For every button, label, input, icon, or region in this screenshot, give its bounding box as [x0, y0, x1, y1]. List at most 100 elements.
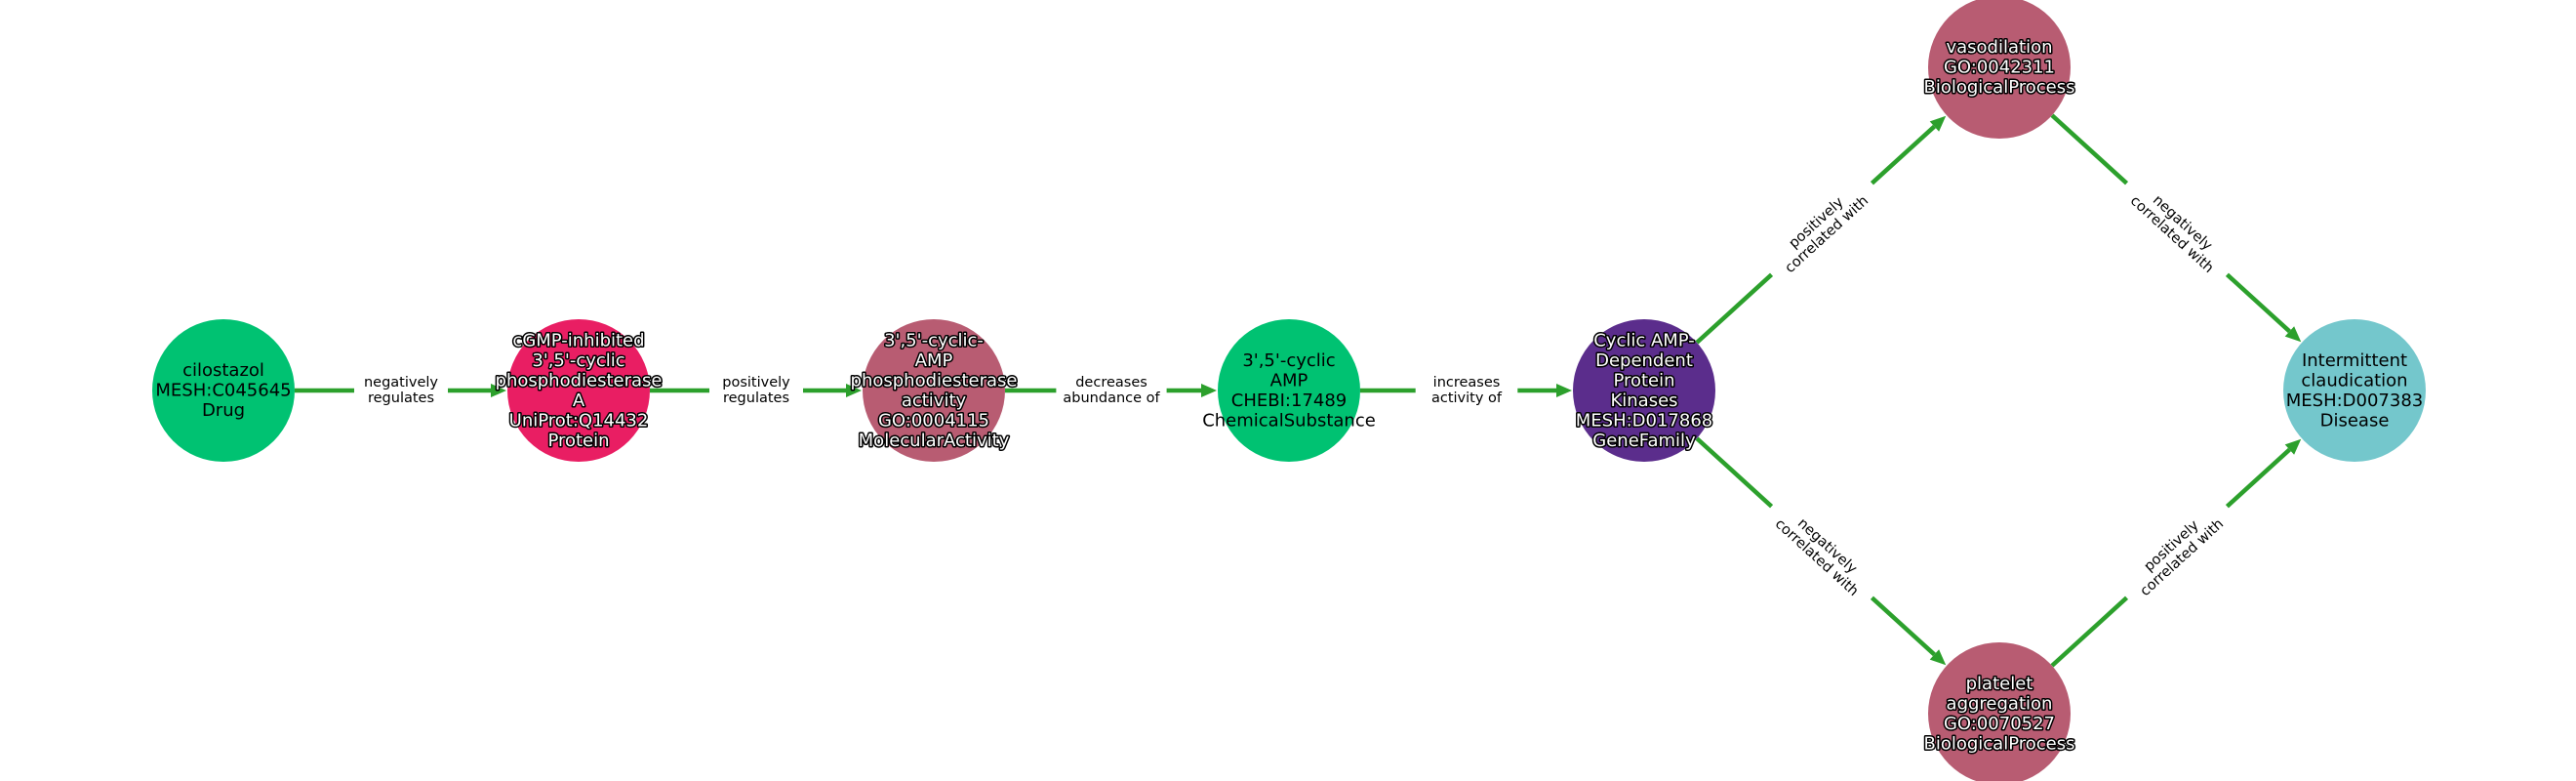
node-label-line: Disease: [2320, 410, 2390, 431]
node-label-line: vasodilation: [1946, 37, 2052, 58]
node-label-line: BiologicalProcess: [1923, 733, 2074, 754]
node-label-line: GO:0070527: [1944, 714, 2055, 734]
edge-label-line: regulates: [368, 390, 434, 406]
node-circle: [1573, 319, 1715, 462]
edge-label-background: [2113, 169, 2240, 289]
node-label-line: 3',5'-cyclic: [1242, 350, 1335, 371]
edge-label-background: [2113, 492, 2240, 612]
edge-label: positivelycorrelated with: [1758, 169, 1885, 289]
node-label-line: Intermittent: [2302, 350, 2407, 371]
edge-label-line: regulates: [723, 390, 789, 406]
node-circle: [2283, 319, 2426, 462]
node-label-line: GeneFamily: [1592, 431, 1696, 451]
edge-label-line: decreases: [1075, 375, 1147, 390]
edge-label: negativelycorrelated with: [1758, 492, 1885, 612]
edge-label-line: increases: [1433, 375, 1501, 390]
edge-label-background: [1415, 372, 1518, 409]
node-label-line: platelet: [1966, 674, 2033, 694]
arrow-head-icon: [1929, 115, 1947, 132]
node-label-line: Protein: [1613, 370, 1674, 390]
node-label-line: MolecularActivity: [859, 431, 1010, 451]
node-label-line: CHEBI:17489: [1231, 390, 1347, 411]
node-label-line: Drug: [202, 400, 245, 421]
edge-label-line: abundance of: [1063, 390, 1160, 406]
arrow-head-icon: [1556, 384, 1572, 397]
arrow-head-icon: [2284, 438, 2302, 455]
node-label-line: MESH:D017868: [1576, 410, 1713, 431]
edge-label: positivelycorrelated with: [2113, 492, 2240, 612]
edge-label-background: [354, 372, 448, 409]
edge-label: negativelycorrelated with: [2113, 169, 2240, 289]
node-label-line: phosphodiesterase: [496, 370, 663, 390]
edge-label-line: negatively: [364, 375, 438, 390]
edge-label-background: [709, 372, 803, 409]
edge-platelet-aggregation-to-claudication: positivelycorrelated with: [2050, 438, 2302, 668]
arrow-head-icon: [2284, 326, 2302, 343]
node-circle: [1218, 319, 1360, 462]
node-label-line: activity: [902, 390, 967, 411]
node-label-line: AMP: [1270, 370, 1308, 390]
edge-label-line: activity of: [1431, 390, 1503, 406]
node-label-line: AMP: [915, 350, 953, 371]
node-label-line: A: [573, 390, 585, 411]
edge-vasodilation-to-claudication: negativelycorrelated with: [2050, 113, 2302, 343]
node-label-line: aggregation: [1947, 693, 2053, 714]
edge-label-background: [1758, 492, 1885, 612]
edge-pka-to-vasodilation: positivelycorrelated with: [1695, 115, 1947, 345]
arrow-head-icon: [1929, 649, 1947, 666]
node-label-line: GO:0004115: [878, 410, 989, 431]
node-label-line: Dependent: [1595, 350, 1693, 371]
edge-pka-to-platelet-aggregation: negativelycorrelated with: [1695, 436, 1947, 666]
node-label-line: GO:0042311: [1944, 58, 2055, 78]
node-label-line: UniProt:Q14432: [509, 410, 649, 431]
edge-label-line: positively: [722, 375, 790, 390]
node-label-line: 3',5'-cyclic-: [884, 330, 984, 350]
edge-label-background: [1056, 372, 1167, 409]
arrow-head-icon: [846, 384, 862, 397]
node-circle: [863, 319, 1005, 462]
node-label-line: Kinases: [1610, 390, 1677, 411]
node-label-line: Protein: [547, 431, 609, 451]
node-circle: [1928, 642, 2071, 781]
node-label-line: ChemicalSubstance: [1202, 410, 1376, 431]
node-label-line: Cyclic AMP-: [1593, 330, 1695, 350]
node-circle: [152, 319, 295, 462]
node-label-line: BiologicalProcess: [1923, 77, 2074, 98]
node-circle: [1928, 0, 2071, 139]
node-label-line: phosphodiesterase: [851, 370, 1018, 390]
edge-label-background: [1758, 169, 1885, 289]
node-label-line: cilostazol: [182, 360, 264, 381]
node-label-line: MESH:D007383: [2286, 390, 2424, 411]
node-label-line: claudication: [2301, 370, 2407, 390]
arrow-head-icon: [1201, 384, 1217, 397]
node-label-line: MESH:C045645: [155, 381, 291, 401]
